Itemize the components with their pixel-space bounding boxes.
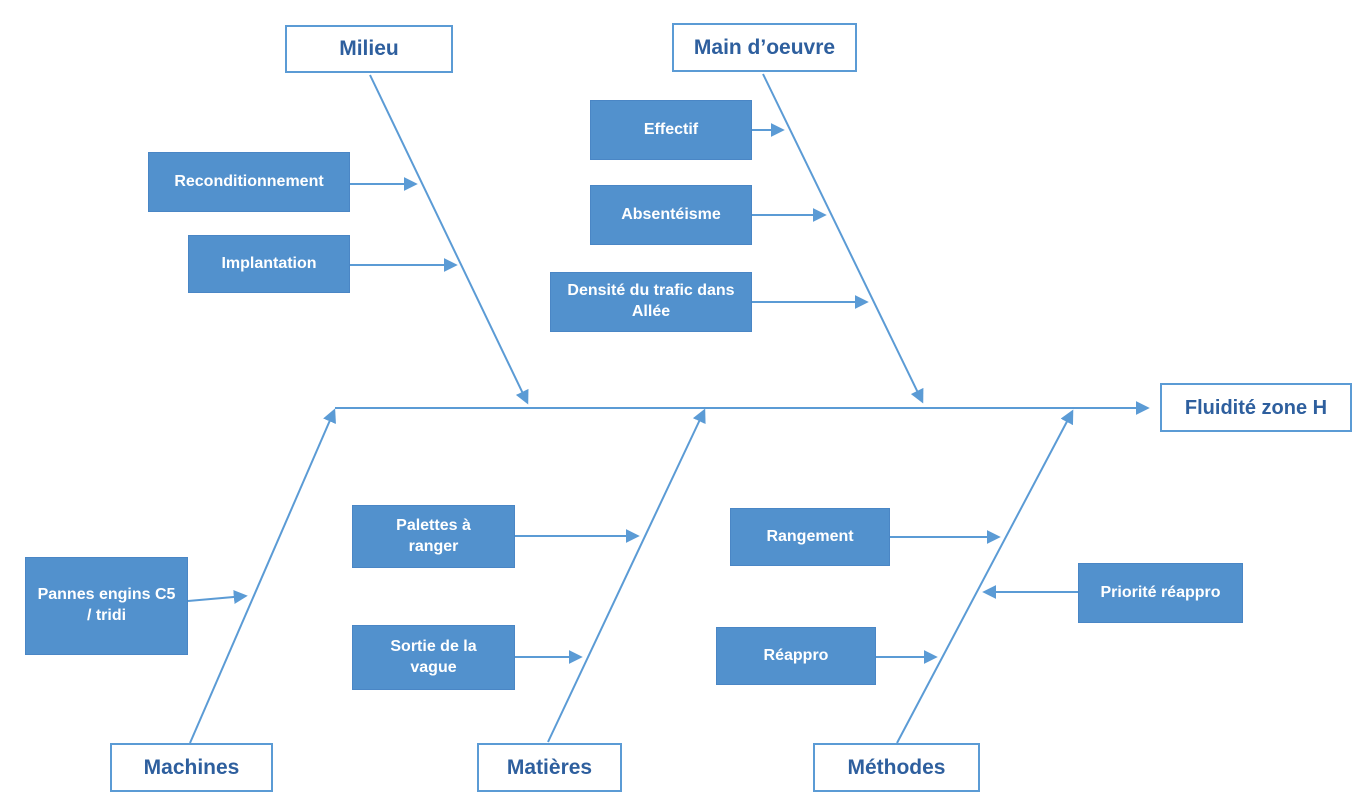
rib-main-doeuvre [762, 73, 924, 404]
cause-implantation: Implantation [188, 235, 350, 293]
effect-fluidite-zone-h: Fluidité zone H [1160, 383, 1352, 432]
category-main-doeuvre: Main d’oeuvre [672, 23, 857, 72]
category-methodes: Méthodes [813, 743, 980, 792]
cause-reconditionnement: Reconditionnement [148, 152, 350, 212]
cause-rangement: Rangement [730, 508, 890, 566]
category-milieu: Milieu [285, 25, 453, 73]
rib-methodes [896, 409, 1074, 744]
category-matieres: Matières [477, 743, 622, 792]
cause-densite-trafic-allee: Densité du trafic dans Allée [550, 272, 752, 332]
rib-milieu [369, 74, 529, 405]
cause-pannes-engins-c5-tridi: Pannes engins C5 / tridi [25, 557, 188, 655]
category-machines: Machines [110, 743, 273, 792]
connector-pannes-engins [187, 590, 248, 604]
cause-reappro: Réappro [716, 627, 876, 685]
rib-machines [189, 408, 336, 744]
cause-palettes-a-ranger: Palettes à ranger [352, 505, 515, 568]
cause-absenteisme: Absentéisme [590, 185, 752, 245]
rib-matieres [547, 408, 706, 743]
cause-sortie-de-la-vague: Sortie de la vague [352, 625, 515, 690]
cause-effectif: Effectif [590, 100, 752, 160]
cause-priorite-reappro: Priorité réappro [1078, 563, 1243, 623]
